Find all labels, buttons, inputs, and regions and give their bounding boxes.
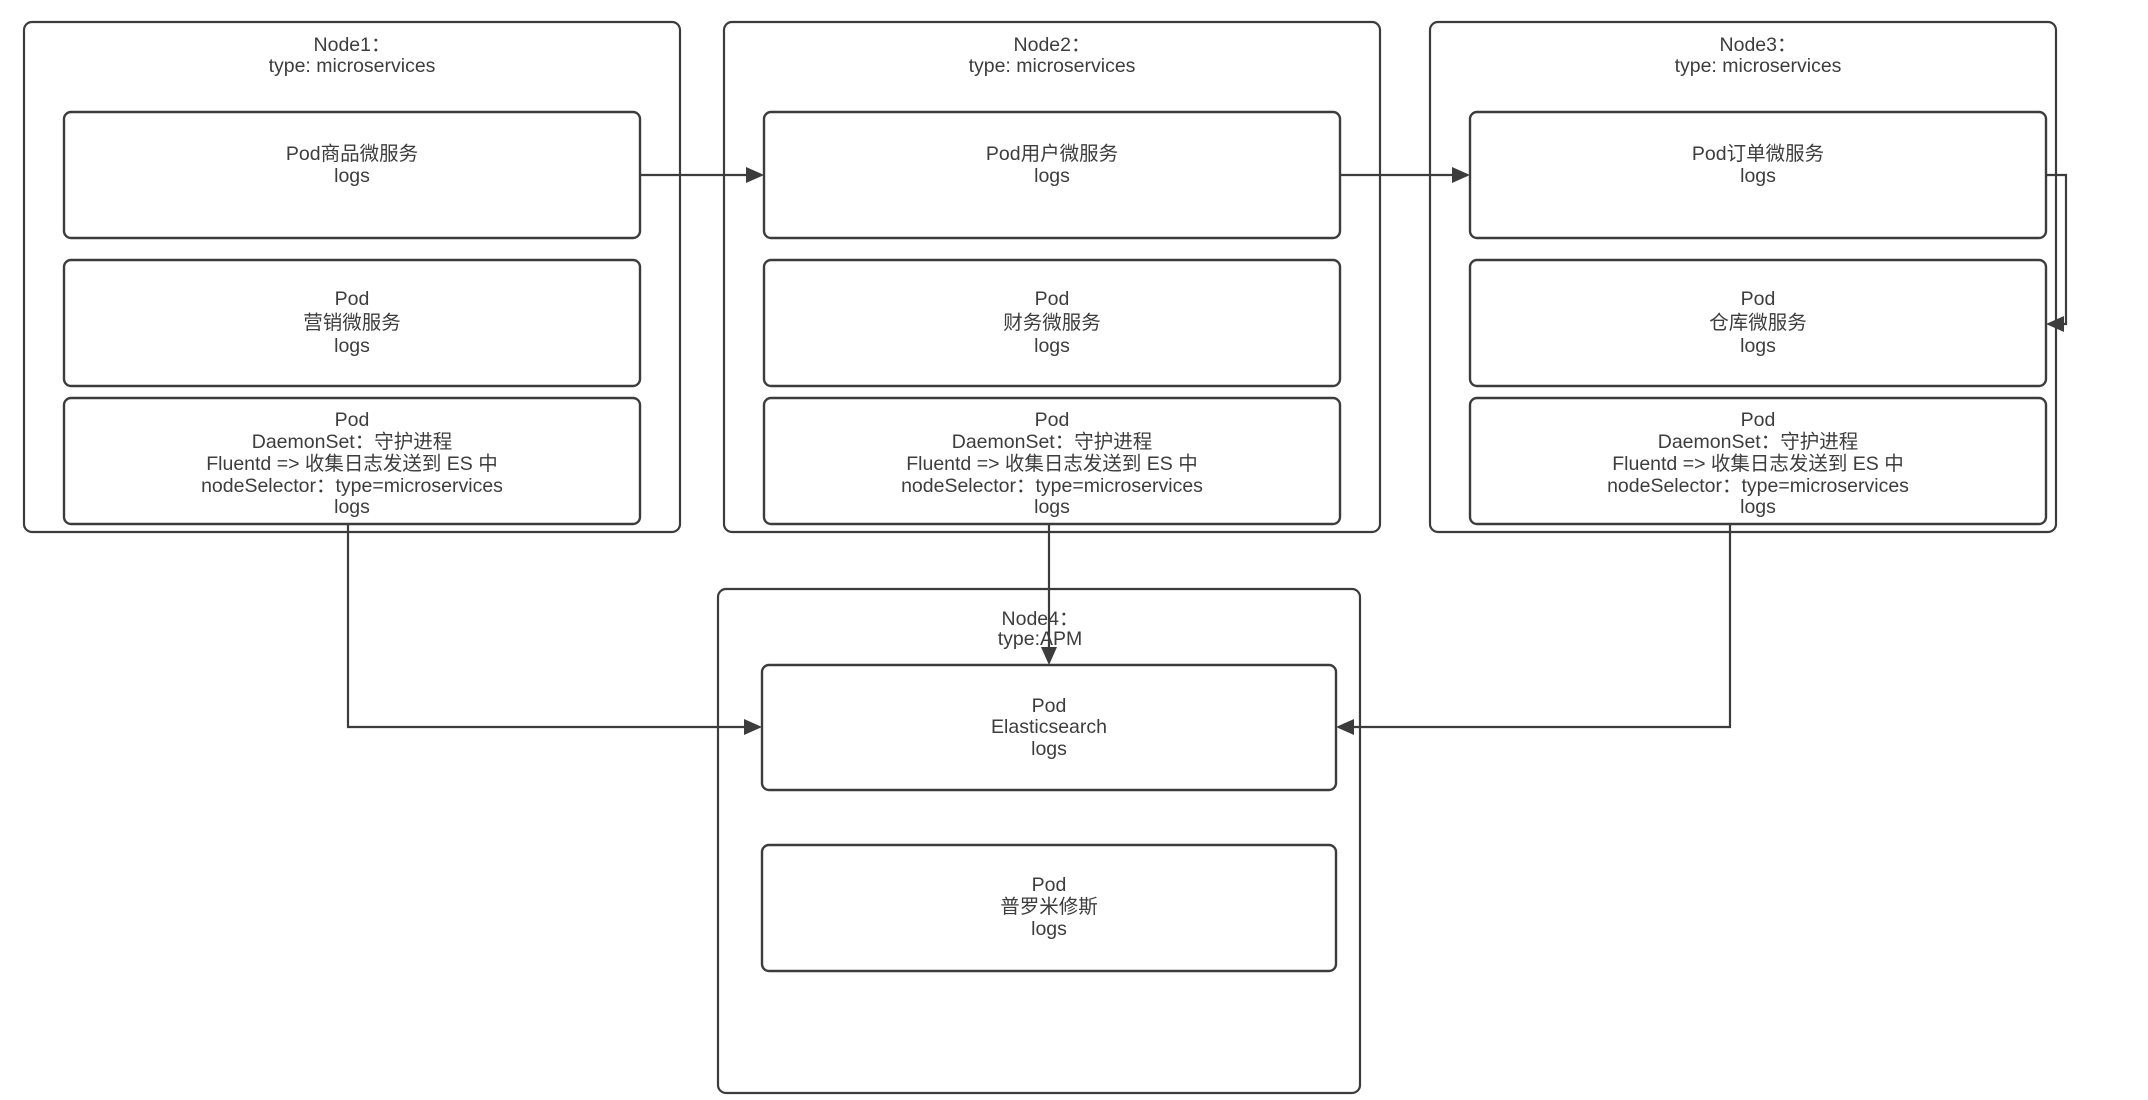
node4-pod-elasticsearch-line1: Pod: [1032, 695, 1067, 717]
node2-title-line2: type: microservices: [969, 55, 1136, 77]
node4-pod-elasticsearch[interactable]: Pod Elasticsearch logs: [760, 663, 1338, 792]
node2-pod-user-line2: logs: [1034, 165, 1070, 187]
node3-pod-warehouse-line2: 仓库微服务: [1709, 312, 1807, 334]
node1-title-line2: type: microservices: [269, 55, 436, 77]
node1-pod-marketing[interactable]: Pod 营销微服务 logs: [62, 258, 642, 388]
conn-node3-daemonset-to-es-path: [1348, 524, 1732, 729]
node4-pod-prometheus-line1: Pod: [1032, 874, 1067, 896]
node3-pod-warehouse-line3: logs: [1740, 335, 1776, 357]
node-container-node3[interactable]: Node3： type: microservices Pod订单微服务 logs…: [1428, 20, 2058, 534]
node4-pod-elasticsearch-line2: Elasticsearch: [991, 716, 1107, 738]
node1-pod-daemonset-line3: Fluentd => 收集日志发送到 ES 中: [206, 453, 498, 475]
node1-pod-product[interactable]: Pod商品微服务 logs: [62, 110, 642, 240]
node1-pod-daemonset-line1: Pod: [335, 409, 370, 431]
node1-pod-marketing-box: [62, 258, 642, 388]
node-container-node2[interactable]: Node2： type: microservices Pod用户微服务 logs…: [722, 20, 1382, 534]
node1-pod-daemonset[interactable]: Pod DaemonSet：守护进程 Fluentd => 收集日志发送到 ES…: [62, 396, 642, 526]
node3-pod-order-line2: logs: [1740, 165, 1776, 187]
node1-pod-daemonset-line2: DaemonSet：守护进程: [252, 431, 452, 453]
node2-pod-finance-line3: logs: [1034, 335, 1070, 357]
node2-pod-finance[interactable]: Pod 财务微服务 logs: [762, 258, 1342, 388]
node3-pod-daemonset-line1: Pod: [1741, 409, 1776, 431]
node1-pod-product-line2: logs: [334, 165, 370, 187]
node3-pod-daemonset-box: [1468, 396, 2048, 526]
node1-title-line1: Node1：: [314, 34, 391, 56]
conn-product-to-user-arrowhead: [746, 167, 764, 183]
conn-node1-daemonset-to-es: [346, 524, 762, 735]
conn-node3-daemonset-to-es: [1336, 524, 1732, 735]
node3-pod-daemonset-line2: DaemonSet：守护进程: [1658, 431, 1858, 453]
conn-node1-daemonset-to-es-path: [346, 524, 750, 729]
node2-pod-daemonset[interactable]: Pod DaemonSet：守护进程 Fluentd => 收集日志发送到 ES…: [762, 396, 1342, 526]
node3-pod-order-line1: Pod订单微服务: [1692, 143, 1824, 165]
node2-title-line1: Node2：: [1014, 34, 1091, 56]
node3-title-line1: Node3：: [1720, 34, 1797, 56]
node3-pod-order[interactable]: Pod订单微服务 logs: [1468, 110, 2048, 240]
node3-pod-warehouse[interactable]: Pod 仓库微服务 logs: [1468, 258, 2048, 388]
conn-order-to-warehouse-arrowhead: [2046, 316, 2064, 332]
node2-pod-daemonset-line3: Fluentd => 收集日志发送到 ES 中: [906, 453, 1198, 475]
node2-pod-daemonset-line2: DaemonSet：守护进程: [952, 431, 1152, 453]
node4-pod-prometheus[interactable]: Pod 普罗米修斯 logs: [760, 843, 1338, 973]
node2-pod-finance-box: [762, 258, 1342, 388]
node4-title-line1: Node4：: [1002, 608, 1079, 630]
node3-pod-warehouse-box: [1468, 258, 2048, 388]
node3-pod-daemonset[interactable]: Pod DaemonSet：守护进程 Fluentd => 收集日志发送到 ES…: [1468, 396, 2048, 526]
conn-user-to-order-arrowhead: [1452, 167, 1470, 183]
node1-pod-marketing-line2: 营销微服务: [303, 312, 401, 334]
node1-pod-marketing-line1: Pod: [335, 288, 370, 310]
node2-pod-daemonset-line5: logs: [1034, 496, 1070, 518]
node2-pod-finance-line1: Pod: [1035, 288, 1070, 310]
node2-pod-daemonset-box: [762, 396, 1342, 526]
node3-pod-daemonset-line5: logs: [1740, 496, 1776, 518]
node2-pod-user[interactable]: Pod用户微服务 logs: [762, 110, 1342, 240]
node-container-node4[interactable]: Node4： type:APM Pod Elasticsearch logs P…: [716, 587, 1362, 1095]
conn-node3-daemonset-to-es-arrowhead: [1336, 719, 1354, 735]
node-container-node1[interactable]: Node1： type: microservices Pod商品微服务 logs…: [22, 20, 682, 534]
conn-node2-daemonset-to-es-arrowhead: [1041, 647, 1057, 665]
node4-pod-prometheus-box: [760, 843, 1338, 973]
node2-pod-daemonset-line4: nodeSelector：type=microservices: [901, 475, 1203, 497]
node1-pod-daemonset-line4: nodeSelector：type=microservices: [201, 475, 503, 497]
conn-order-to-warehouse: [2046, 173, 2068, 332]
node3-pod-daemonset-line4: nodeSelector：type=microservices: [1607, 475, 1909, 497]
node1-pod-product-line1: Pod商品微服务: [286, 143, 418, 165]
node1-pod-marketing-line3: logs: [334, 335, 370, 357]
node1-pod-daemonset-line5: logs: [334, 496, 370, 518]
conn-node2-daemonset-to-es: [1041, 524, 1057, 665]
node3-pod-warehouse-line1: Pod: [1741, 288, 1776, 310]
node4-pod-elasticsearch-line3: logs: [1031, 738, 1067, 760]
node4-title-line2: type:APM: [998, 628, 1083, 650]
node2-pod-user-line1: Pod用户微服务: [986, 143, 1118, 165]
node1-pod-daemonset-box: [62, 396, 642, 526]
node3-title-line2: type: microservices: [1675, 55, 1842, 77]
conn-user-to-order: [1340, 167, 1470, 183]
node3-pod-daemonset-line3: Fluentd => 收集日志发送到 ES 中: [1612, 453, 1904, 475]
node4-pod-prometheus-line2: 普罗米修斯: [1000, 896, 1098, 918]
conn-node1-daemonset-to-es-arrowhead: [744, 719, 762, 735]
node2-pod-finance-line2: 财务微服务: [1003, 312, 1101, 334]
node2-pod-daemonset-line1: Pod: [1035, 409, 1070, 431]
node4-pod-prometheus-line3: logs: [1031, 918, 1067, 940]
conn-product-to-user: [640, 167, 764, 183]
